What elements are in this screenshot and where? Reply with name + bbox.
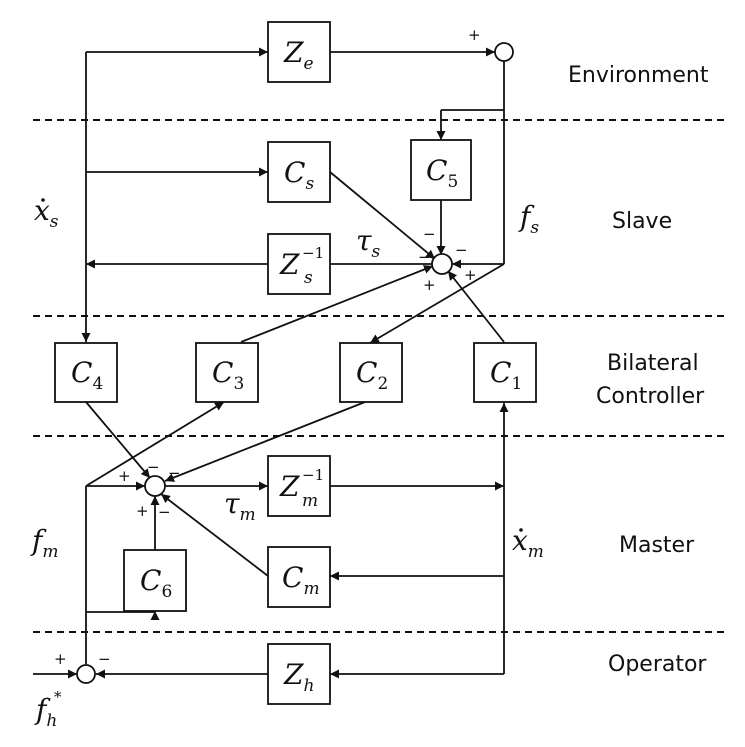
sign-master-plus-bottom: + xyxy=(136,502,149,520)
block-cs xyxy=(267,141,331,203)
signal-tau-s: τs xyxy=(356,224,381,262)
section-label-operator: Operator xyxy=(608,652,707,677)
block-c4 xyxy=(54,342,118,403)
wire-c2-to-msum xyxy=(164,401,366,482)
block-ze xyxy=(267,21,331,83)
sign-slave-minus-top: − xyxy=(423,225,436,243)
wire-c4-to-msum xyxy=(85,401,151,479)
block-c2-label: C2 xyxy=(356,356,388,394)
block-c3 xyxy=(195,342,259,403)
section-label-bilateral: Bilateral xyxy=(607,351,699,376)
block-zs-inverse-sub: s xyxy=(304,268,313,288)
summing-junction-slave xyxy=(431,253,453,275)
block-c4-label: C4 xyxy=(71,356,103,394)
signal-tau-m: τm xyxy=(224,487,256,525)
sign-env-plus: + xyxy=(468,26,481,44)
block-zs-inverse-label: Z xyxy=(279,248,300,281)
section-label-master: Master xyxy=(619,533,695,558)
block-cm-label: Cm xyxy=(282,561,320,599)
sign-master-plus-left: + xyxy=(118,467,131,485)
block-c6 xyxy=(123,549,187,612)
sign-master-minus-right: − xyxy=(168,464,181,482)
block-zm-inverse xyxy=(267,455,331,517)
sign-operator-minus: − xyxy=(98,650,111,668)
sign-slave-minus-left: − xyxy=(418,248,431,266)
block-zm-inverse-label: Z xyxy=(279,470,300,503)
wire-c3-to-sum xyxy=(240,265,434,343)
signal-xs-dot-dot xyxy=(41,198,45,202)
wire-cs-to-sum xyxy=(329,171,436,260)
signal-fm: fm xyxy=(30,524,59,562)
sign-slave-plus-bottom-right: + xyxy=(464,266,477,284)
sign-master-minus-bottom: − xyxy=(158,503,171,521)
wire-fs-to-c2 xyxy=(369,263,505,344)
section-label-environment: Environment xyxy=(568,63,709,88)
sign-operator-plus: + xyxy=(54,650,67,668)
block-ze-label: Ze xyxy=(283,36,314,74)
section-label-controller: Controller xyxy=(596,384,705,409)
wire-cm-to-msum xyxy=(160,493,269,577)
sign-slave-plus-bottom-left: + xyxy=(423,276,436,294)
signal-fs: fs xyxy=(518,200,539,238)
block-zh-label: Zh xyxy=(283,658,314,696)
signal-xm-dot-dot xyxy=(519,528,523,532)
block-cs-label: Cs xyxy=(284,156,314,194)
sign-master-minus-top: − xyxy=(147,458,160,476)
block-c1 xyxy=(473,342,537,403)
block-c3-label: C3 xyxy=(212,356,244,394)
signal-xm-dot: xm xyxy=(512,524,544,562)
block-zh xyxy=(267,643,331,705)
summing-junction-operator xyxy=(76,664,96,684)
block-zm-inverse-sub: m xyxy=(302,491,318,511)
block-c2 xyxy=(339,342,403,403)
summing-junction-environment xyxy=(494,42,514,62)
block-c6-label: C6 xyxy=(140,564,172,602)
sign-slave-minus-right: − xyxy=(455,241,468,259)
block-zs-inverse-sup: −1 xyxy=(302,244,324,262)
block-c5-label: C5 xyxy=(426,154,458,192)
signal-fh-star-sup: * xyxy=(54,688,62,706)
block-c5 xyxy=(410,139,472,201)
wire-c1-to-sum xyxy=(447,270,505,343)
block-zs-inverse xyxy=(267,233,331,295)
section-label-slave: Slave xyxy=(612,209,672,234)
block-cm xyxy=(267,546,331,608)
signal-xs-dot: xs xyxy=(34,194,59,232)
wire-fm-to-c3 xyxy=(85,401,225,487)
summing-junction-master xyxy=(144,475,166,497)
block-zm-inverse-sup: −1 xyxy=(302,466,324,484)
block-c1-label: C1 xyxy=(490,356,522,394)
